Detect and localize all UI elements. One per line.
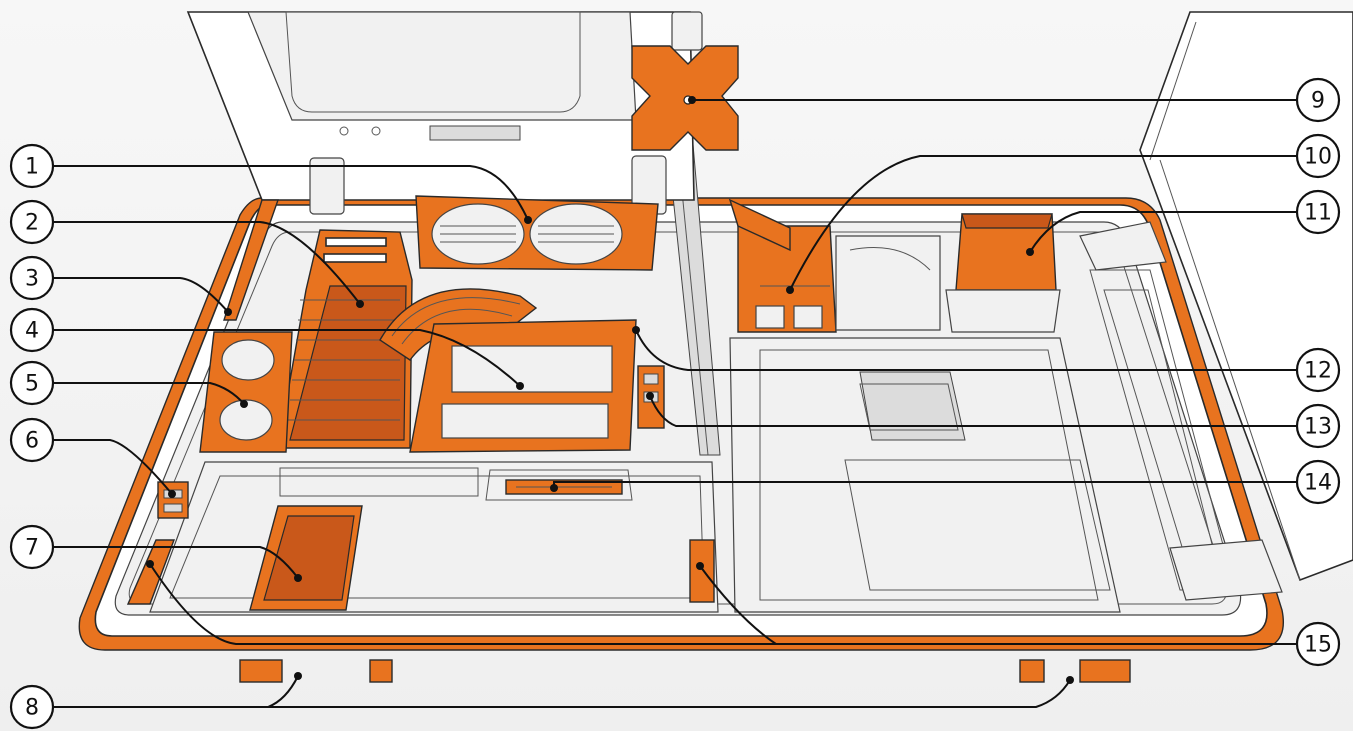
callout-5: 5 <box>9 360 55 406</box>
callout-number: 14 <box>1304 471 1332 496</box>
leader-11 <box>1029 211 1296 253</box>
foot-right-inner <box>1019 659 1045 683</box>
callout-number: 12 <box>1304 359 1332 384</box>
leader-2 <box>52 221 361 305</box>
components <box>126 45 1061 611</box>
callout-number: 6 <box>25 429 39 454</box>
callout-number: 2 <box>25 211 39 236</box>
leader-3 <box>52 277 229 313</box>
leader-1 <box>52 165 529 221</box>
leader-15a <box>149 563 1296 645</box>
callout-11: 11 <box>1295 189 1341 235</box>
leader-4 <box>52 329 521 387</box>
callout-number: 4 <box>25 319 39 344</box>
leader-12 <box>635 329 1296 371</box>
handle-center <box>689 539 715 603</box>
callout-8: 8 <box>9 684 55 730</box>
callout-number: 13 <box>1304 415 1332 440</box>
callout-number: 9 <box>1311 89 1325 114</box>
callout-13: 13 <box>1295 403 1341 449</box>
callout-number: 7 <box>25 536 39 561</box>
floor-recess <box>859 371 966 441</box>
callout-7: 7 <box>9 524 55 570</box>
callout-14: 14 <box>1295 459 1341 505</box>
callout-number: 8 <box>25 696 39 721</box>
callout-number: 3 <box>25 267 39 292</box>
leader-7 <box>52 546 299 579</box>
callout-10: 10 <box>1295 133 1341 179</box>
callout-2: 2 <box>9 199 55 245</box>
foot-left-outer <box>239 659 283 683</box>
callout-number: 5 <box>25 372 39 397</box>
latch-lower <box>1169 539 1283 601</box>
handle-left <box>126 539 176 605</box>
hinge-left <box>309 157 345 215</box>
callout-number: 1 <box>25 155 39 180</box>
leader-5 <box>52 382 245 405</box>
foot-left-inner <box>369 659 393 683</box>
leader-lines <box>52 96 1296 708</box>
side-strip <box>223 199 279 321</box>
callout-number: 15 <box>1304 633 1332 658</box>
leader-8b <box>268 679 1071 708</box>
foot-right-outer <box>1079 659 1131 683</box>
callout-number: 10 <box>1304 145 1332 170</box>
latch-upper <box>1079 221 1167 271</box>
callout-6: 6 <box>9 417 55 463</box>
callout-9: 9 <box>1295 77 1341 123</box>
callout-12: 12 <box>1295 347 1341 393</box>
port-panel <box>157 481 189 519</box>
callout-4: 4 <box>9 307 55 353</box>
right-compartment <box>729 337 1121 613</box>
callout-1: 1 <box>9 143 55 189</box>
callout-number: 11 <box>1304 201 1332 226</box>
leader-13 <box>649 395 1296 427</box>
callout-15: 15 <box>1295 621 1341 667</box>
leader-10 <box>789 155 1296 291</box>
lower-compartment <box>149 461 719 613</box>
leader-15b <box>699 565 777 645</box>
leader-6 <box>52 439 173 495</box>
callouts: 1 2 3 4 5 6 7 8 <box>9 77 1341 730</box>
callout-3: 3 <box>9 255 55 301</box>
